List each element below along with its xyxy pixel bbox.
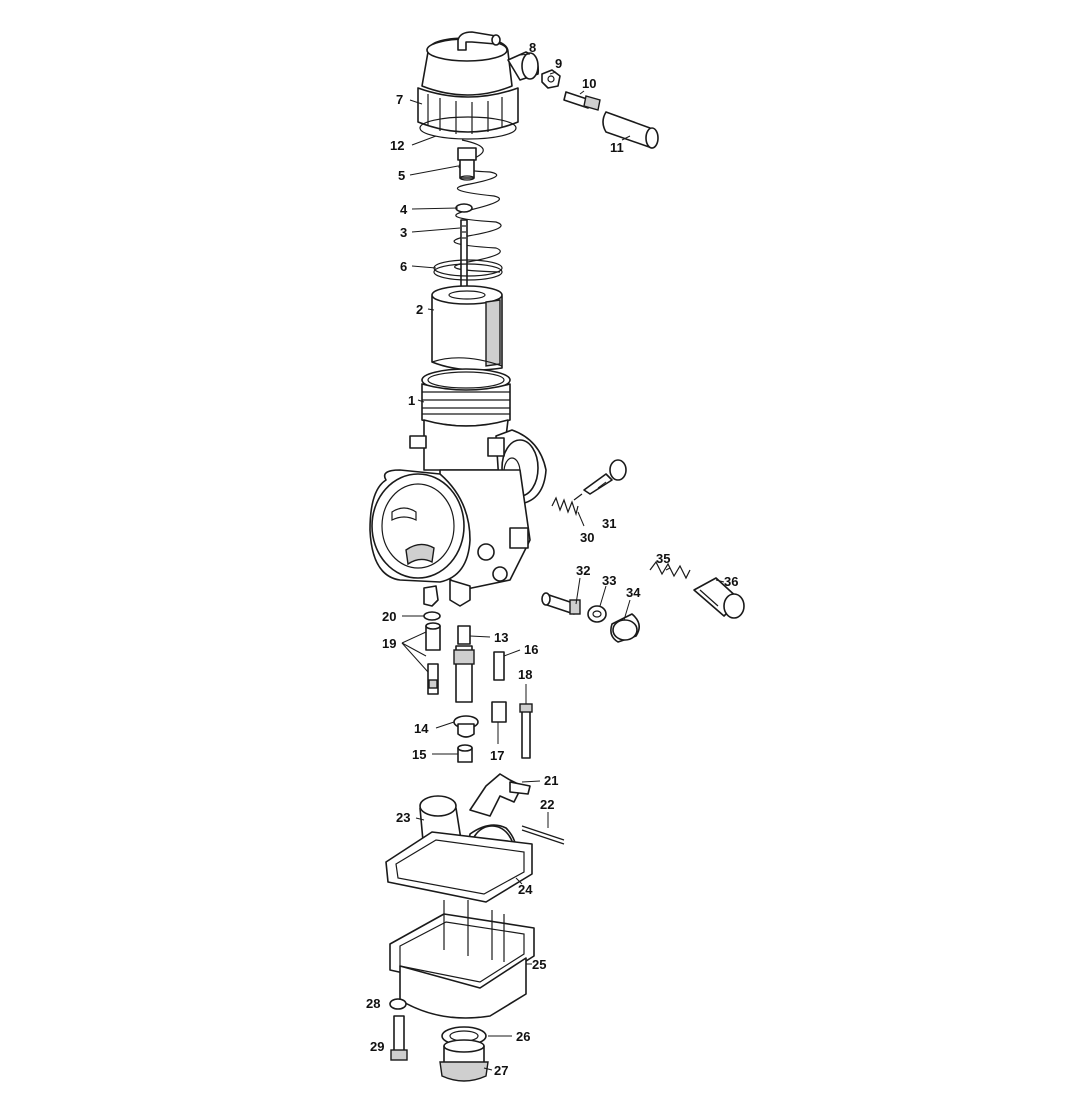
air-screw-part-31 (573, 459, 627, 501)
needle-jet-part-13 (453, 625, 475, 703)
jet-part-18 (519, 703, 533, 759)
cap-plug-part-8 (507, 51, 540, 81)
callout-23: 23 (396, 810, 410, 825)
callout-7: 7 (396, 92, 403, 107)
washer-part-28 (389, 998, 407, 1010)
float-valve-part-17 (491, 701, 507, 723)
callout-8: 8 (529, 40, 536, 55)
callout-14: 14 (414, 721, 429, 736)
callout-22: 22 (540, 797, 554, 812)
callout-1: 1 (408, 393, 415, 408)
callout-31: 31 (602, 516, 616, 531)
carburetor-body-part-1 (369, 368, 547, 607)
pilot-jet-part-16 (493, 651, 505, 681)
callout-labels: 8 9 10 7 11 12 5 4 3 6 2 1 31 30 35 36 3… (366, 40, 738, 1078)
pilot-screw-part-32 (541, 592, 581, 615)
callout-35: 35 (656, 551, 670, 566)
cold-start-plunger-part-36 (693, 577, 745, 619)
callout-20: 20 (382, 609, 396, 624)
callout-17: 17 (490, 748, 504, 763)
plug-part-34 (610, 613, 640, 643)
float-bowl-part-25 (389, 900, 535, 1019)
callout-16: 16 (524, 642, 538, 657)
callout-2: 2 (416, 302, 423, 317)
leader-lines (401, 53, 725, 1071)
callout-32: 32 (576, 563, 590, 578)
callout-9: 9 (555, 56, 562, 71)
jet-holder-part-14 (453, 715, 479, 738)
nut-part-9 (541, 69, 561, 89)
adjuster-screw-part-10 (563, 91, 601, 111)
callout-34: 34 (626, 585, 641, 600)
drain-plug-part-27 (439, 1039, 489, 1082)
washer-part-33 (587, 605, 607, 623)
callout-26: 26 (516, 1029, 530, 1044)
needle-clip-part-4 (455, 203, 473, 213)
throttle-slide-part-2 (431, 285, 503, 371)
callout-15: 15 (412, 747, 426, 762)
callout-10: 10 (582, 76, 596, 91)
callout-27: 27 (494, 1063, 508, 1078)
o-ring-part-20 (423, 611, 441, 621)
callout-12: 12 (390, 138, 404, 153)
spring-part-30 (551, 496, 579, 517)
callout-6: 6 (400, 259, 407, 274)
gasket-part-24 (385, 831, 533, 903)
cap-part-7 (417, 31, 519, 134)
callout-3: 3 (400, 225, 407, 240)
float-pin-part-22 (521, 825, 565, 845)
callout-19: 19 (382, 636, 396, 651)
callout-33: 33 (602, 573, 616, 588)
callout-29: 29 (370, 1039, 384, 1054)
callout-18: 18 (518, 667, 532, 682)
main-jet-part-15 (457, 744, 473, 763)
callout-11: 11 (610, 140, 624, 155)
callout-5: 5 (398, 168, 405, 183)
float-arm-part-21 (469, 773, 531, 817)
jet-parts-19 (425, 622, 441, 695)
callout-36: 36 (724, 574, 738, 589)
spring-part-35 (649, 560, 691, 580)
callout-13: 13 (494, 630, 508, 645)
callout-25: 25 (532, 957, 546, 972)
needle-clip-holder-part-5 (457, 147, 477, 181)
cable-sleeve-part-11 (602, 111, 659, 149)
callout-4: 4 (400, 202, 408, 217)
callout-24: 24 (518, 882, 533, 897)
gasket-part-12 (419, 116, 517, 140)
screw-part-29 (390, 1015, 408, 1061)
callout-21: 21 (544, 773, 558, 788)
callout-30: 30 (580, 530, 594, 545)
callout-28: 28 (366, 996, 380, 1011)
